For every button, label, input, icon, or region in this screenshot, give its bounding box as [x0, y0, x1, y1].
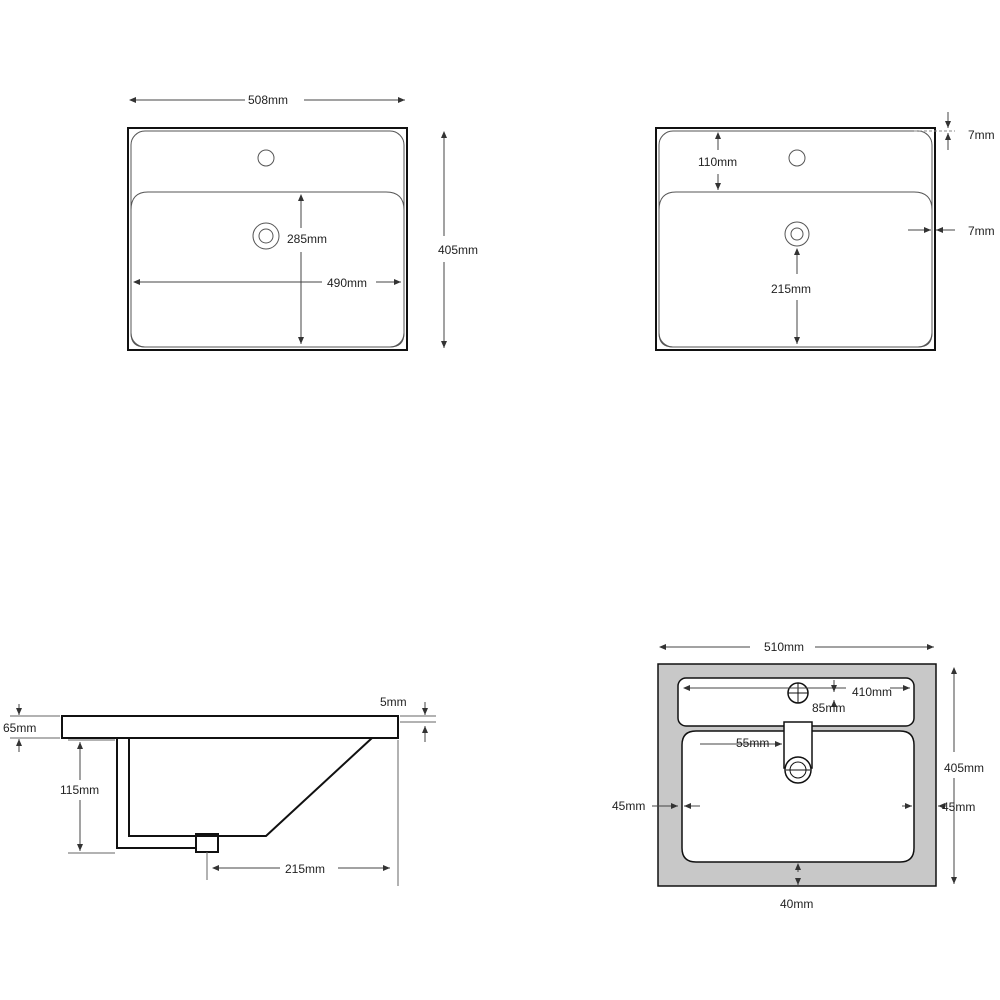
bowl-outline [658, 191, 933, 348]
bowl-width-label: 490mm [327, 276, 367, 290]
bottom-margin-label: 40mm [780, 897, 813, 911]
thickness-label: 65mm [3, 721, 36, 735]
cabinet-view: 510mm 405mm 410mm 85mm 55mm 45mm 45mm 40… [612, 640, 984, 911]
basin-rim [130, 130, 405, 348]
inner-width-label: 410mm [852, 685, 892, 699]
drain-pipe-icon [783, 721, 813, 769]
bowl-depth-label: 285mm [287, 232, 327, 246]
width-label: 508mm [248, 93, 288, 107]
tap-hole-icon [788, 149, 806, 167]
drain-inner-icon [790, 227, 804, 241]
drain-icon [784, 221, 810, 247]
right-margin-label: 45mm [942, 800, 975, 814]
width-label: 510mm [764, 640, 804, 654]
drain-offset-label: 215mm [771, 282, 811, 296]
counter-slab [61, 715, 399, 739]
left-margin-label: 45mm [612, 799, 645, 813]
rim-side-label: 7mm [968, 224, 995, 238]
basin-outline [127, 127, 408, 351]
rim-top-label: 7mm [968, 128, 995, 142]
pipe-label: 55mm [736, 736, 769, 750]
top-left-view: 508mm 405mm 285mm 490mm [127, 93, 478, 351]
drain-inner-icon [258, 228, 274, 244]
bowl-outline [130, 191, 405, 348]
height-label: 405mm [944, 761, 984, 775]
side-view: 65mm 5mm 115mm 215mm [3, 695, 436, 886]
tap-hole-icon [257, 149, 275, 167]
bowl-cutout [681, 730, 915, 863]
basin-body [116, 737, 373, 849]
rim-label: 5mm [380, 695, 407, 709]
drain-offset-label: 215mm [285, 862, 325, 876]
depth-label: 115mm [60, 783, 99, 797]
height-label: 405mm [438, 243, 478, 257]
drain-icon [252, 222, 280, 250]
tap-offset-label: 110mm [698, 155, 737, 169]
cutout-label: 85mm [812, 701, 845, 715]
top-right-view: 110mm 7mm 7mm 215mm [655, 112, 995, 351]
basin-outline [655, 127, 936, 351]
